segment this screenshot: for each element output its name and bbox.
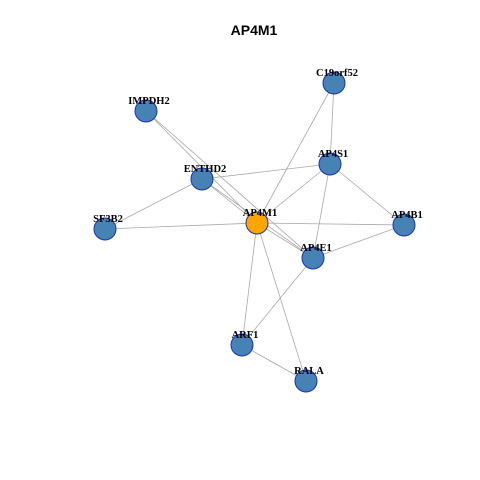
node-enthd2[interactable] — [190, 167, 214, 191]
node-c19orf52[interactable] — [322, 71, 346, 95]
node-rala[interactable] — [294, 369, 318, 393]
node-label-sf3b2: SF3B2 — [93, 214, 123, 225]
node-impdh2[interactable] — [134, 99, 158, 123]
node-ap4e1[interactable] — [301, 246, 325, 270]
node-sf3b2[interactable] — [93, 217, 117, 241]
node-label-ap4b1: AP4B1 — [391, 210, 423, 221]
nodes-layer — [93, 71, 416, 393]
edge-ap4s1-ap4e1 — [312, 163, 331, 259]
edge-ap4m1-ap4s1 — [256, 163, 331, 224]
edge-ap4m1-rala — [256, 222, 307, 382]
node-label-ap4s1: AP4S1 — [318, 149, 348, 160]
edge-enthd2-ap4s1 — [201, 163, 331, 180]
node-label-ap4e1: AP4E1 — [300, 243, 332, 254]
node-label-c19orf52: C19orf52 — [316, 68, 358, 79]
edge-ap4m1-arf1 — [241, 222, 258, 346]
node-ap4s1[interactable] — [318, 152, 342, 176]
node-ap4b1[interactable] — [392, 213, 416, 237]
node-arf1[interactable] — [230, 333, 254, 357]
node-label-impdh2: IMPDH2 — [128, 96, 169, 107]
edge-ap4e1-arf1 — [241, 257, 314, 346]
node-label-rala: RALA — [294, 366, 324, 377]
graph-title: AP4M1 — [231, 22, 278, 38]
edge-ap4m1-sf3b2 — [104, 222, 258, 230]
node-ap4m1[interactable] — [245, 211, 269, 235]
edge-ap4m1-c19orf52 — [256, 82, 335, 224]
edge-ap4m1-ap4b1 — [256, 222, 405, 226]
node-label-arf1: ARF1 — [232, 330, 259, 341]
edge-ap4m1-impdh2 — [145, 110, 258, 224]
edge-c19orf52-ap4s1 — [329, 82, 335, 165]
edge-ap4m1-enthd2 — [201, 178, 258, 224]
edge-ap4b1-ap4e1 — [312, 224, 405, 259]
node-label-enthd2: ENTHD2 — [184, 164, 227, 175]
edge-ap4s1-ap4b1 — [329, 163, 405, 226]
edge-impdh2-ap4e1 — [145, 110, 314, 259]
edge-enthd2-sf3b2 — [104, 178, 203, 230]
node-label-ap4m1: AP4M1 — [243, 208, 277, 219]
edge-arf1-rala — [241, 344, 307, 382]
